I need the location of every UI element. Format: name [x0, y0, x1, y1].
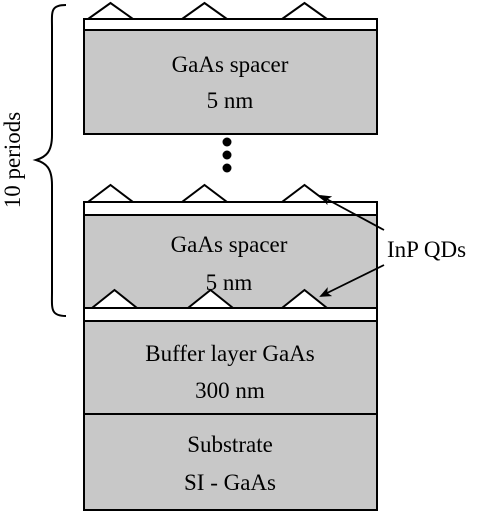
substrate-line2: SI - GaAs — [184, 470, 276, 495]
substrate-line1: Substrate — [187, 432, 273, 457]
buffer-line1: Buffer layer GaAs — [145, 341, 315, 366]
spacer-bottom-line2: 5 nm — [206, 270, 253, 295]
wetting-layer-top — [83, 18, 378, 31]
qd-row-middle — [85, 183, 330, 203]
quantum-dot — [84, 1, 137, 20]
quantum-dot — [279, 183, 330, 203]
quantum-dot — [178, 1, 231, 20]
spacer-bottom-line1: GaAs spacer — [171, 232, 288, 257]
quantum-dot — [85, 183, 136, 203]
quantum-dot — [179, 183, 230, 203]
spacer-top-line2: 5 nm — [207, 88, 254, 113]
qd-arrow-lower — [319, 264, 385, 297]
gaas-spacer-top — [83, 29, 378, 135]
qd-label: InP QDs — [387, 237, 466, 262]
period-brace — [32, 4, 67, 317]
buffer-line2: 300 nm — [195, 378, 265, 403]
qd-arrow-upper — [319, 195, 385, 231]
qd-row-top — [84, 1, 331, 20]
vertical-ellipsis-icon — [222, 137, 232, 173]
spacer-top-line1: GaAs spacer — [172, 52, 289, 77]
substrate-layer — [83, 413, 378, 511]
wetting-layer-middle — [83, 201, 378, 216]
periods-label: 10 periods — [0, 112, 25, 209]
wetting-layer-lower — [83, 307, 378, 322]
quantum-dot — [278, 1, 331, 20]
